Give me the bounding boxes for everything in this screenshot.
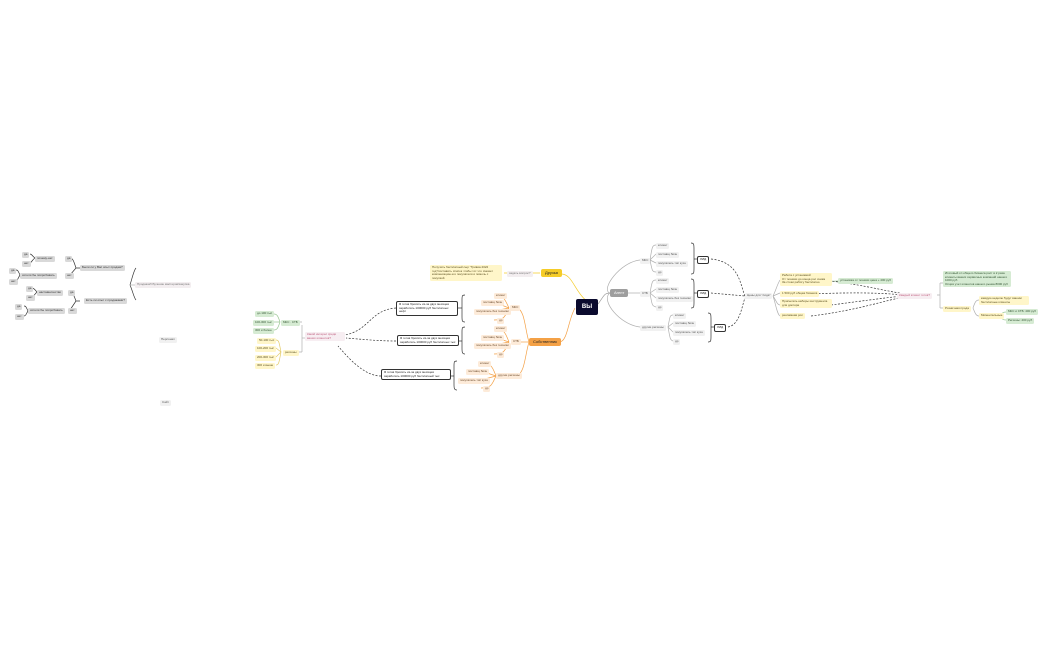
owner-mks-item[interactable]: поставщ бизн (481, 300, 505, 306)
owner-other-item[interactable]: поставщ бизн (466, 369, 490, 375)
range-yellow[interactable]: 50-100 тыс (257, 338, 277, 344)
owner-question[interactable]: Какой интерес среди ваших клиентов? (305, 332, 345, 342)
owner-box[interactable]: Я готов бросить из-за двух месяцев зараб… (381, 369, 451, 381)
agent-other-item[interactable]: поставщ бизн (673, 321, 697, 327)
owner-other-item[interactable]: др (483, 386, 491, 392)
range-green[interactable]: 100-300 тыс (253, 320, 274, 326)
left-yesno[interactable]: да (68, 290, 76, 296)
left-yesno-small[interactable]: да (26, 286, 34, 292)
agent-other-item[interactable]: клиент (673, 313, 687, 319)
left-yesno-small[interactable]: да (9, 268, 17, 274)
agent-group-mks[interactable]: МКС (640, 258, 651, 264)
agent-option[interactable]: рекламная рол (780, 313, 805, 319)
agent-group-stb[interactable]: СТБ (640, 291, 650, 297)
agent-group-other[interactable]: другие регионы (640, 325, 666, 331)
owner-group-mks[interactable]: МКС (510, 305, 521, 311)
owner-box[interactable]: Я готов бросить из-за двух месяцев зараб… (397, 335, 459, 347)
agent-lead-tag[interactable]: ЛИД (697, 256, 710, 264)
agent-mks-item[interactable]: покупатель тип кухн (656, 261, 688, 267)
left-sub[interactable]: хотели бы попробовать (28, 308, 65, 314)
owner-other-item[interactable]: клиент (478, 361, 492, 367)
left-sub[interactable]: почему-нет (35, 256, 55, 262)
agent-merge-node[interactable]: Цены для "лида" (745, 293, 773, 299)
owner-stb-item[interactable]: клиент (494, 326, 508, 332)
owner-mks-item[interactable]: покупатель без техники (474, 309, 511, 315)
branch-sobstvennik[interactable]: Собственник (529, 338, 561, 346)
left-yesno[interactable]: нет (68, 308, 77, 314)
left-yesno-small[interactable]: нет (22, 261, 31, 267)
agent-detail-text[interactable]: каждую неделю будут вашим бесплатные кли… (979, 296, 1029, 306)
owner-regions-label[interactable]: регионы (283, 350, 299, 356)
left-yesno-small[interactable]: да (22, 252, 30, 258)
owner-box[interactable]: Я готов бросить из-за двух месяцев зараб… (396, 301, 458, 316)
left-plain-node[interactable]: Сайт (160, 400, 171, 406)
range-green[interactable]: 300 и более (253, 328, 274, 334)
druzya-note[interactable]: Получить бесплатный сыр "Тривиа 2022 год… (430, 265, 502, 282)
agent-sub-item[interactable]: Регионы: 200 руб (1006, 318, 1035, 324)
left-question-1[interactable]: Были ли у Вас опыт продаж? (80, 265, 125, 271)
agent-detail-group[interactable]: Розничная прода (943, 306, 971, 312)
branch-druzya[interactable]: Друзья (541, 269, 562, 277)
agent-sub-item[interactable]: МКС и СТБ: 400 руб (1006, 309, 1038, 315)
agent-sub-group[interactable]: Моментальные (979, 313, 1005, 319)
owner-mks-item[interactable]: др (497, 318, 505, 324)
owner-other-item[interactable]: покупатель тип кухн (458, 378, 490, 384)
agent-option[interactable]: 1 500 руб общая бизнеса (780, 291, 820, 297)
agent-info-box[interactable]: Итоговый сл общего бизнеса рост в 2 раза… (943, 271, 1011, 288)
owner-mks-item[interactable]: клиент (494, 293, 508, 299)
range-yellow[interactable]: 300 и выше (255, 363, 276, 369)
agent-mks-item[interactable]: поставщ бизн (656, 252, 680, 258)
root-node[interactable]: ВЫ (576, 299, 598, 315)
range-yellow[interactable]: 200-300 тыс (255, 355, 276, 361)
agent-final-question[interactable]: Каждый клиент готов? (897, 293, 933, 299)
agent-lead-tag[interactable]: ЛИД (714, 324, 727, 332)
owner-mks-label[interactable]: МКС . СТБ (281, 320, 300, 326)
branch-agent[interactable]: Агент (610, 289, 629, 297)
left-yesno-small[interactable]: нет (26, 295, 35, 301)
agent-other-item[interactable]: др (673, 339, 681, 345)
agent-stb-item[interactable]: покупатель без техники (656, 296, 693, 302)
left-yesno[interactable]: да (65, 256, 73, 262)
owner-stb-item[interactable]: др (497, 352, 505, 358)
druzya-question[interactable]: задать вопрос? (507, 271, 533, 277)
agent-other-item[interactable]: покупатель тип кухн (673, 330, 705, 336)
left-sub[interactable]: хотели бы попробовать (20, 273, 57, 279)
left-main-node[interactable]: Продажи/Обучение мастеров/закупка (135, 282, 192, 288)
left-yesno[interactable]: нет (65, 273, 74, 279)
left-yesno-small[interactable]: нет (9, 279, 18, 285)
left-yesno-small[interactable]: да (15, 304, 23, 310)
range-green[interactable]: до 100 тыс (255, 311, 275, 317)
range-yellow[interactable]: 100-200 тыс (255, 346, 276, 352)
agent-option[interactable]: Работа с установкой От техники до конца … (780, 273, 832, 286)
left-plain-node[interactable]: Персонал (159, 337, 177, 343)
agent-mks-item[interactable]: клиент (656, 243, 670, 249)
owner-group-stb[interactable]: СТБ (511, 339, 521, 345)
agent-price[interactable]: установка от техники цена + 400 руб (838, 278, 894, 284)
agent-mks-item[interactable]: др (656, 270, 664, 276)
owner-stb-item[interactable]: поставщ бизн (481, 335, 505, 341)
owner-group-other[interactable]: другие регионы (496, 373, 522, 379)
agent-stb-item[interactable]: клиент (656, 278, 670, 284)
owner-stb-item[interactable]: покупатель без техники (474, 343, 511, 349)
agent-lead-tag[interactable]: ЛИД (697, 290, 710, 298)
left-sub[interactable]: наставничество (37, 290, 64, 296)
left-question-2[interactable]: Есть ли опыт с продажами? (84, 298, 127, 304)
agent-stb-item[interactable]: др (656, 305, 664, 311)
agent-option[interactable]: Присылать наборы инструмента для доктора (780, 299, 832, 309)
left-yesno-small[interactable]: нет (15, 314, 24, 320)
agent-stb-item[interactable]: поставщ бизн (656, 287, 680, 293)
